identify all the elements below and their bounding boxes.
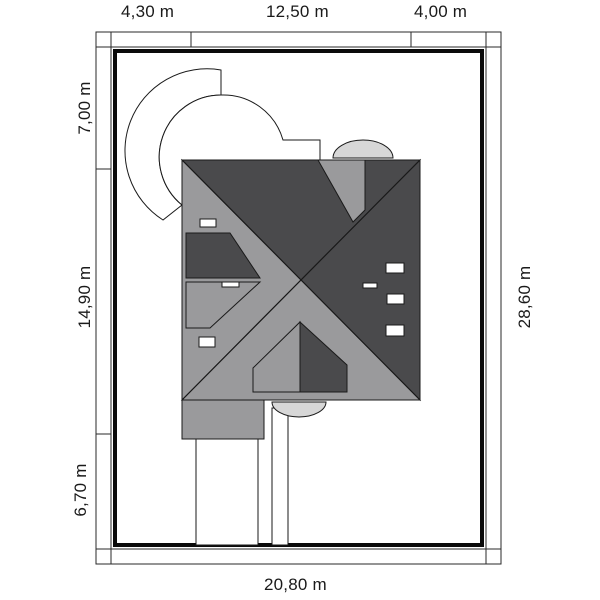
dim-top-middle: 12,50 m <box>266 2 329 21</box>
dim-left-middle: 14,90 m <box>75 265 94 329</box>
roof-windows <box>198 218 405 348</box>
driveway <box>195 407 289 546</box>
entrance-semicircle <box>271 401 327 418</box>
dim-left-top: 7,00 m <box>75 81 94 135</box>
roof-window <box>385 262 405 274</box>
roof-window <box>198 336 216 348</box>
terrace-front-semicircle <box>332 139 394 159</box>
dim-left-bottom: 6,70 m <box>71 463 90 517</box>
garage-roof <box>181 394 265 440</box>
dim-right: 28,60 m <box>515 265 534 329</box>
house-roof <box>180 158 422 402</box>
dim-top-left: 4,30 m <box>121 2 175 21</box>
dimension-frame <box>95 31 502 565</box>
roof-window <box>385 324 405 337</box>
roof-window <box>199 218 217 228</box>
plot-boundary <box>113 49 484 547</box>
terrace-arc <box>124 68 321 221</box>
roof-window <box>362 282 378 289</box>
roof-window <box>221 281 240 288</box>
roof-window <box>386 293 405 305</box>
dim-top-right: 4,00 m <box>414 2 468 21</box>
dim-bottom: 20,80 m <box>264 575 327 594</box>
